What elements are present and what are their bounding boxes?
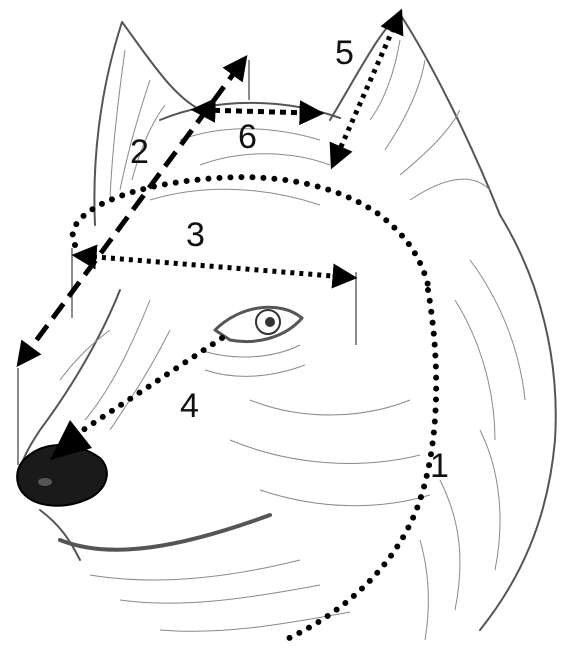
measurement-label-3: 3 xyxy=(186,216,205,254)
measurement-6 xyxy=(203,110,312,113)
measurement-label-6: 6 xyxy=(238,118,257,156)
wolf-head-illustration xyxy=(17,14,556,640)
measurement-label-4: 4 xyxy=(180,387,199,425)
measurement-label-1: 1 xyxy=(430,447,449,485)
measurement-label-2: 2 xyxy=(130,133,149,171)
measurement-label-5: 5 xyxy=(335,34,354,72)
measurement-3 xyxy=(72,177,428,345)
measurement-2 xyxy=(18,60,249,465)
